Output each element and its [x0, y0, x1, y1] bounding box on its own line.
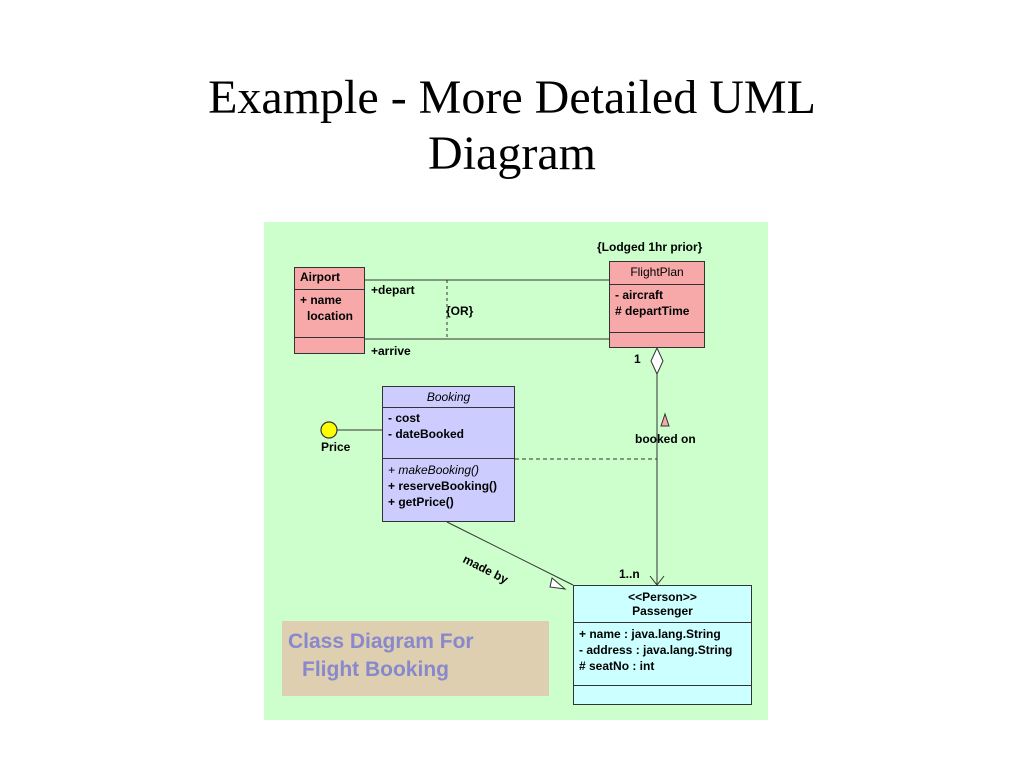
passenger-attribute: - address : java.lang.String — [579, 643, 733, 657]
flightplan-attribute: - aircraft — [615, 288, 664, 302]
booking-operation: + reserveBooking() — [388, 479, 498, 493]
booking-class-name: Booking — [426, 390, 471, 404]
passenger-class: <<Person>> Passenger + name : java.lang.… — [573, 585, 752, 705]
airport-attribute: + name — [300, 293, 342, 307]
airport-class: Airport + name location — [294, 267, 365, 354]
flightplan-class: FlightPlan - aircraft # departTime — [609, 261, 705, 348]
slide-title-line-2: Diagram — [428, 127, 596, 180]
booking-attribute: - cost — [388, 411, 421, 425]
flightplan-class-name: FlightPlan — [630, 265, 684, 279]
aggregation-diamond — [650, 346, 664, 376]
multiplicity-many-label: 1..n — [619, 567, 640, 581]
booking-operation: + makeBooking() — [388, 463, 480, 477]
flightplan-attribute: # departTime — [615, 304, 690, 318]
price-interface-label: Price — [321, 440, 351, 454]
passenger-attribute: + name : java.lang.String — [579, 627, 721, 641]
depart-role-label: +depart — [371, 283, 415, 297]
arrive-role-label: +arrive — [371, 344, 411, 358]
booked-on-label: booked on — [635, 432, 696, 446]
passenger-class-name: Passenger — [632, 604, 693, 618]
passenger-attribute: # seatNo : int — [579, 659, 655, 673]
passenger-stereotype: <<Person>> — [628, 590, 697, 604]
slide-title: Example - More Detailed UML Diagram — [0, 70, 1024, 182]
or-constraint-label: {OR} — [446, 304, 474, 318]
diagram-caption: Class Diagram For Flight Booking — [282, 621, 549, 696]
airport-attribute: location — [307, 309, 354, 323]
booking-operation: + getPrice() — [388, 495, 454, 509]
diagram-connectors — [320, 279, 670, 590]
uml-class-diagram: {Lodged 1hr prior} +depart {OR} +arrive … — [264, 222, 768, 720]
caption-line-1: Class Diagram For — [288, 630, 474, 653]
multiplicity-one-label: 1 — [634, 352, 641, 366]
constraint-label: {Lodged 1hr prior} — [597, 240, 703, 254]
booking-class: Booking - cost - dateBooked + makeBookin… — [382, 386, 515, 522]
slide-title-line-1: Example - More Detailed UML — [208, 71, 816, 124]
price-interface-circle — [320, 421, 338, 439]
booked-on-direction-triangle — [660, 412, 670, 427]
made-by-line — [446, 521, 574, 586]
booking-attribute: - dateBooked — [388, 427, 465, 441]
caption-line-2: Flight Booking — [302, 658, 449, 681]
airport-class-name: Airport — [300, 270, 340, 284]
made-by-direction-triangle — [549, 577, 567, 590]
